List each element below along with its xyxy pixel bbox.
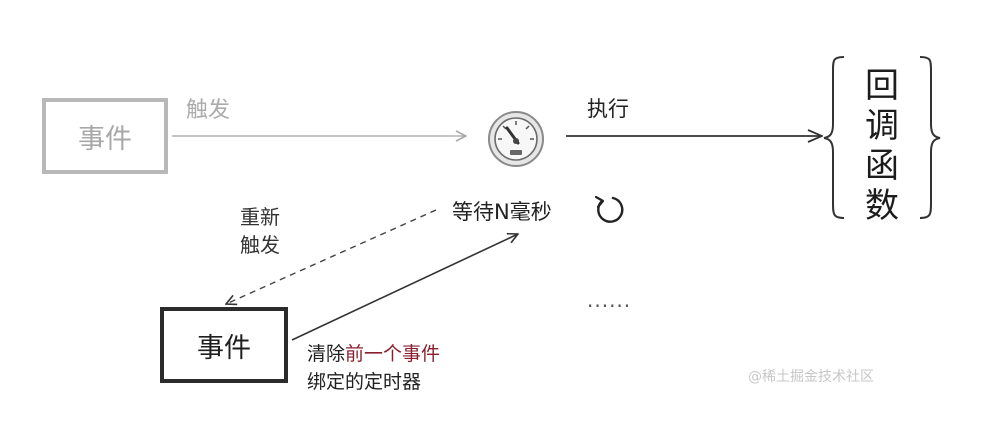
timer-gauge-icon (488, 111, 544, 167)
clear-label-line1: 清除前一个事件 (307, 339, 440, 366)
callback-brace-right (919, 56, 941, 219)
clear-label-prefix: 清除 (307, 343, 346, 365)
wait-label: 等待N毫秒 (452, 200, 552, 224)
trigger-label: 触发 (186, 98, 231, 123)
new-event-arrow (291, 234, 518, 341)
retrigger-line2: 触发 (240, 233, 280, 257)
retrigger-line1: 重新 (240, 205, 280, 229)
callback-char-2: 调 (865, 106, 899, 146)
clear-label-line2: 绑定的定时器 (307, 371, 422, 393)
event-box-active-label: 事件 (197, 332, 251, 364)
execute-label: 执行 (587, 97, 629, 121)
retrigger-arrow (226, 209, 437, 304)
callback-char-1: 回 (865, 66, 899, 106)
callback-char-4: 数 (865, 186, 899, 226)
ellipsis: ...... (587, 288, 632, 312)
watermark: @稀土掘金技术社区 (748, 369, 874, 385)
clear-label-highlight: 前一个事件 (345, 343, 441, 365)
event-box-faded: 事件 (42, 98, 168, 174)
event-box-active: 事件 (160, 307, 288, 383)
callback-brace-left (823, 56, 845, 219)
callback-char-3: 函 (865, 146, 899, 186)
event-box-faded-label: 事件 (78, 123, 132, 155)
retrigger-label: 重新 触发 (240, 203, 280, 259)
refresh-icon (594, 195, 624, 223)
